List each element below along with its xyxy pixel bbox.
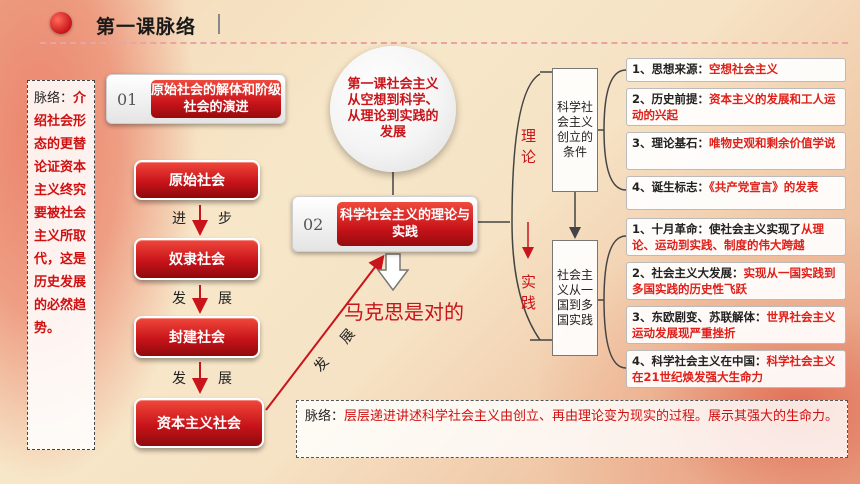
- between-label-2a: 发: [172, 291, 186, 307]
- theory-item-4-highlight: 《共产党宣言》的发表: [709, 180, 819, 194]
- practice-items-brace: [603, 235, 627, 369]
- stage-feudal: 封建社会: [134, 316, 260, 358]
- stage-capitalist: 资本主义社会: [134, 398, 264, 448]
- between-label-2b: 展: [218, 291, 232, 307]
- theory-item-4: 4、诞生标志：《共产党宣言》的发表: [626, 176, 846, 210]
- practice-item-1-highlight: 从理论、运动到实践、制度的伟大跨越: [632, 222, 824, 252]
- practice-item-4-highlight: 科学社会主义在21世纪焕发强大生命力: [632, 354, 836, 384]
- hollow-down-arrow-icon: [376, 253, 410, 292]
- bottom-note-label: 脉络：: [305, 409, 345, 424]
- between-label-1a: 进: [172, 211, 186, 227]
- stage-primitive: 原始社会: [134, 160, 260, 200]
- theory-item-3-prefix: 3、理论基石：: [632, 136, 710, 150]
- theory-item-2: 2、历史前提：资本主义的发展和工人运动的兴起: [626, 88, 846, 126]
- page-title: 第一课脉络: [96, 16, 197, 38]
- bottom-note-text: 层层递进讲述科学社会主义由创立、再由理论变为现实的过程。展示其强大的生命力。: [344, 409, 839, 424]
- practice-item-3: 3、东欧剧变、苏联解体：世界社会主义运动发展现严重挫折: [626, 306, 846, 344]
- theory-item-2-prefix: 2、历史前提：: [632, 92, 710, 106]
- between-label-3a: 发: [172, 371, 186, 387]
- theory-label: 理论: [519, 128, 537, 170]
- box-02-text: 科学社会主义的理论与实践: [337, 202, 473, 246]
- between-label-1b: 步: [218, 211, 232, 227]
- practice-item-1: 1、十月革命：使社会主义实现了从理论、运动到实践、制度的伟大跨越: [626, 218, 846, 256]
- box-02: 02 科学社会主义的理论与实践: [292, 196, 478, 252]
- theory-item-2-highlight: 资本主义的发展和工人运动的兴起: [632, 92, 836, 122]
- lesson-circle: 第一课社会主义从空想到科学、从理论到实践的发展: [330, 46, 456, 172]
- title-divider: [218, 14, 220, 34]
- theory-item-3: 3、理论基石：唯物史观和剩余价值学说: [626, 132, 846, 170]
- practice-item-4-prefix: 4、科学社会主义在中国：: [632, 354, 767, 368]
- bottom-summary-note: 脉络：层层递进讲述科学社会主义由创立、再由理论变为现实的过程。展示其强大的生命力…: [296, 400, 848, 458]
- arrow-diagonal: [265, 254, 385, 411]
- theory-item-1-highlight: 空想社会主义: [709, 62, 779, 76]
- big-handwritten-text: 马克思是对的: [344, 300, 464, 324]
- theory-item-1: 1、思想来源：空想社会主义: [626, 58, 846, 82]
- box-01-text: 原始社会的解体和阶级社会的演进: [151, 79, 281, 119]
- practice-item-2: 2、社会主义大发展：实现从一国实践到多国实践的历史性飞跃: [626, 262, 846, 300]
- practice-item-3-highlight: 世界社会主义运动发展现严重挫折: [632, 310, 836, 340]
- left-note-text: 介绍社会形态的更替论证资本主义终究要被社会主义所取代，这是历史发展的必然趋势。: [34, 91, 87, 336]
- theory-item-3-highlight: 唯物史观和剩余价值学说: [709, 136, 836, 150]
- theory-items-brace: [603, 69, 627, 191]
- header-dashed-line: [40, 42, 848, 44]
- practice-item-2-prefix: 2、社会主义大发展：: [632, 266, 744, 280]
- practice-item-2-highlight: 实现从一国实践到多国实践的历史性飞跃: [632, 266, 836, 296]
- box-01-number: 01: [117, 89, 138, 109]
- practice-item-4: 4、科学社会主义在中国：科学社会主义在21世纪焕发强大生命力: [626, 350, 846, 388]
- practice-item-3-prefix: 3、东欧剧变、苏联解体：: [632, 310, 767, 324]
- left-note-label: 脉络：: [34, 91, 74, 106]
- theory-item-4-prefix: 4、诞生标志：: [632, 180, 710, 194]
- between-label-3b: 展: [218, 371, 232, 387]
- theory-box: 科学社会主义创立的条件: [552, 68, 598, 192]
- box-02-number: 02: [303, 214, 324, 234]
- practice-label: 实践: [519, 274, 537, 316]
- branch-brace: [511, 73, 541, 341]
- stage-slave: 奴隶社会: [134, 238, 260, 280]
- practice-box: 社会主义从一国到多国实践: [552, 240, 598, 356]
- left-summary-note: 脉络：介绍社会形态的更替论证资本主义终究要被社会主义所取代，这是历史发展的必然趋…: [27, 80, 95, 450]
- title-bullet-icon: [50, 12, 72, 34]
- theory-item-1-prefix: 1、思想来源：: [632, 62, 710, 76]
- practice-item-1-prefix: 1、十月革命：使社会主义实现了: [632, 222, 801, 236]
- box-01: 01 原始社会的解体和阶级社会的演进: [106, 74, 286, 124]
